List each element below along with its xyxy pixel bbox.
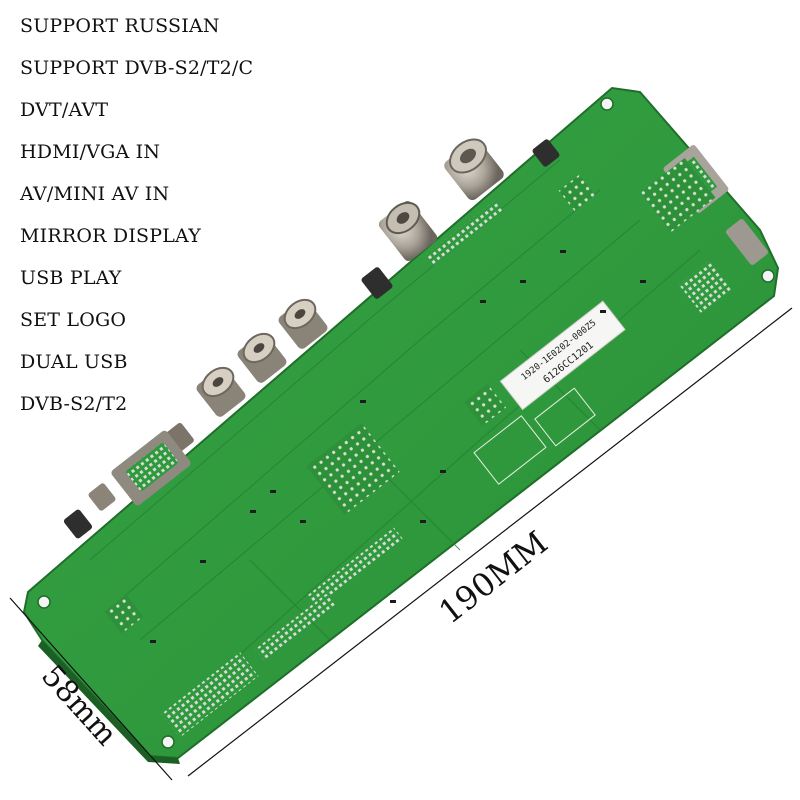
- feature-item: AV/MINI AV IN: [20, 183, 170, 205]
- width-dimension-line: [9, 597, 173, 781]
- lvds-header: [161, 652, 259, 738]
- main-chip-pad: [306, 423, 400, 515]
- usb-port: [725, 219, 769, 265]
- feature-item: HDMI/VGA IN: [20, 141, 161, 163]
- rca-jack: [278, 298, 328, 349]
- chip-pad: [104, 594, 144, 634]
- mounting-hole: [761, 269, 775, 283]
- chip-pad: [640, 158, 716, 232]
- feature-item: MIRROR DISPLAY: [20, 225, 201, 247]
- audio-jack: [63, 509, 93, 539]
- pin-header: [425, 199, 505, 267]
- chip-pad: [463, 383, 507, 427]
- f-type-connector: [378, 201, 438, 261]
- feature-list: SUPPORT RUSSIAN SUPPORT DVB-S2/T2/C DVT/…: [20, 12, 253, 432]
- pcb-board: [22, 86, 780, 760]
- pin-header: [255, 593, 335, 661]
- pin-header: [678, 259, 734, 315]
- audio-jack: [88, 483, 116, 511]
- feature-item: SUPPORT RUSSIAN: [20, 15, 220, 37]
- rca-jack: [237, 332, 287, 383]
- mounting-hole: [600, 97, 614, 111]
- feature-item: SET LOGO: [20, 309, 127, 331]
- audio-jack: [361, 267, 393, 299]
- chip-pad: [558, 174, 596, 212]
- feature-item: USB PLAY: [20, 267, 122, 289]
- audio-jack: [532, 139, 560, 167]
- mounting-hole: [161, 735, 175, 749]
- feature-item: SUPPORT DVB-S2/T2/C: [20, 57, 254, 79]
- mounting-hole: [37, 595, 51, 609]
- pin-header: [307, 527, 403, 607]
- length-dimension-line: [187, 307, 793, 777]
- pcb-edge: [38, 640, 180, 764]
- silkscreen-box: [534, 387, 596, 447]
- feature-item: DUAL USB: [20, 351, 128, 373]
- silkscreen-box: [473, 415, 547, 485]
- feature-item: DVT/AVT: [20, 99, 109, 121]
- feature-item: DVB-S2/T2: [20, 393, 128, 415]
- rf-connector: [444, 138, 504, 201]
- rca-jack: [196, 366, 246, 417]
- smd-components: [150, 250, 646, 643]
- vga-connector: [111, 430, 191, 506]
